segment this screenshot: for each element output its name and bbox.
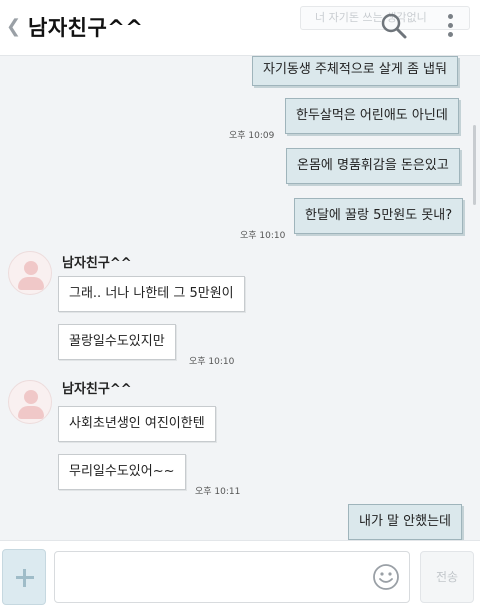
my-message-bubble: 온몸에 명품휘감을 돈은있고 <box>286 148 460 184</box>
sender-name: 남자친구^^ <box>62 382 132 397</box>
scrollbar[interactable] <box>473 125 476 205</box>
more-options-icon[interactable] <box>444 14 456 42</box>
their-message-bubble: 무리일수도있어~~ <box>58 454 186 490</box>
message-input[interactable] <box>54 551 410 603</box>
send-button[interactable]: 전송 <box>420 551 474 603</box>
my-message-bubble: 내가 말 안했는데 <box>348 504 462 540</box>
attach-button[interactable] <box>2 549 46 605</box>
sender-avatar[interactable] <box>8 380 52 424</box>
my-message-bubble: 자기동생 주체적으로 살게 좀 냅둬 <box>252 56 458 86</box>
their-message-bubble: 사회초년생인 여진이한텐 <box>58 406 216 442</box>
message-timestamp: 오후 10:11 <box>195 487 241 497</box>
search-icon[interactable] <box>380 12 408 40</box>
their-message-bubble: 그래.. 너나 나한테 그 5만원이 <box>58 276 245 312</box>
message-timestamp: 오후 10:10 <box>189 357 235 367</box>
avatar-body-icon <box>18 277 44 290</box>
their-message-bubble: 꿀랑일수도있지만 <box>58 324 176 360</box>
back-icon[interactable]: ❮ <box>6 16 22 37</box>
my-message-bubble: 한달에 꿀랑 5만원도 못내? <box>294 198 464 234</box>
my-message-bubble: 한두살먹은 어린애도 아닌데 <box>285 98 459 134</box>
message-timestamp: 오후 10:10 <box>240 231 286 241</box>
sender-name: 남자친구^^ <box>62 256 132 271</box>
avatar-head-icon <box>24 261 38 275</box>
smiley-icon[interactable] <box>372 563 400 591</box>
message-timestamp: 오후 10:09 <box>229 131 275 141</box>
avatar-head-icon <box>24 390 38 404</box>
chat-title: 남자친구^^ <box>28 16 144 40</box>
chat-header: ❮ 남자친구^^ 너 자기돈 쓰는 생각없니 <box>0 0 480 56</box>
sender-avatar[interactable] <box>8 251 52 295</box>
avatar-body-icon <box>18 406 44 419</box>
faded-message-preview: 너 자기돈 쓰는 생각없니 <box>300 6 470 30</box>
message-list[interactable]: 자기동생 주체적으로 살게 좀 냅둬 한두살먹은 어린애도 아닌데 오후 10:… <box>0 56 480 540</box>
message-composer: 전송 <box>0 540 480 612</box>
